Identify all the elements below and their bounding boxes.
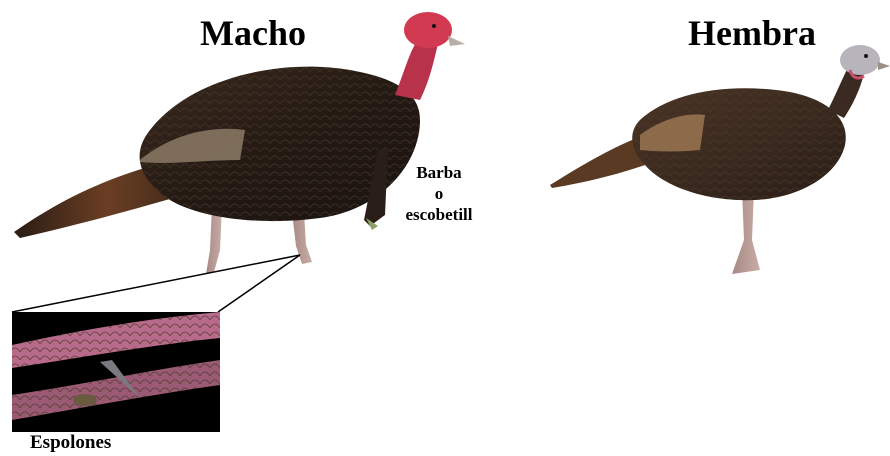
male-neck [395,40,438,100]
beard-label-line3: escobetill [398,204,480,225]
female-leg [732,190,760,274]
zoom-line-left [12,255,300,312]
female-turkey [550,45,890,274]
male-head [404,12,452,48]
beard-label-line1: Barba [398,162,480,183]
beard-label: Barba o escobetill [398,162,480,225]
female-beak [878,62,890,70]
spurs-inset [12,312,220,432]
male-beak [448,36,465,46]
female-head [840,45,880,75]
beard-label-line2: o [398,183,480,204]
male-turkey [14,12,465,274]
spurs-label: Espolones [30,432,111,454]
